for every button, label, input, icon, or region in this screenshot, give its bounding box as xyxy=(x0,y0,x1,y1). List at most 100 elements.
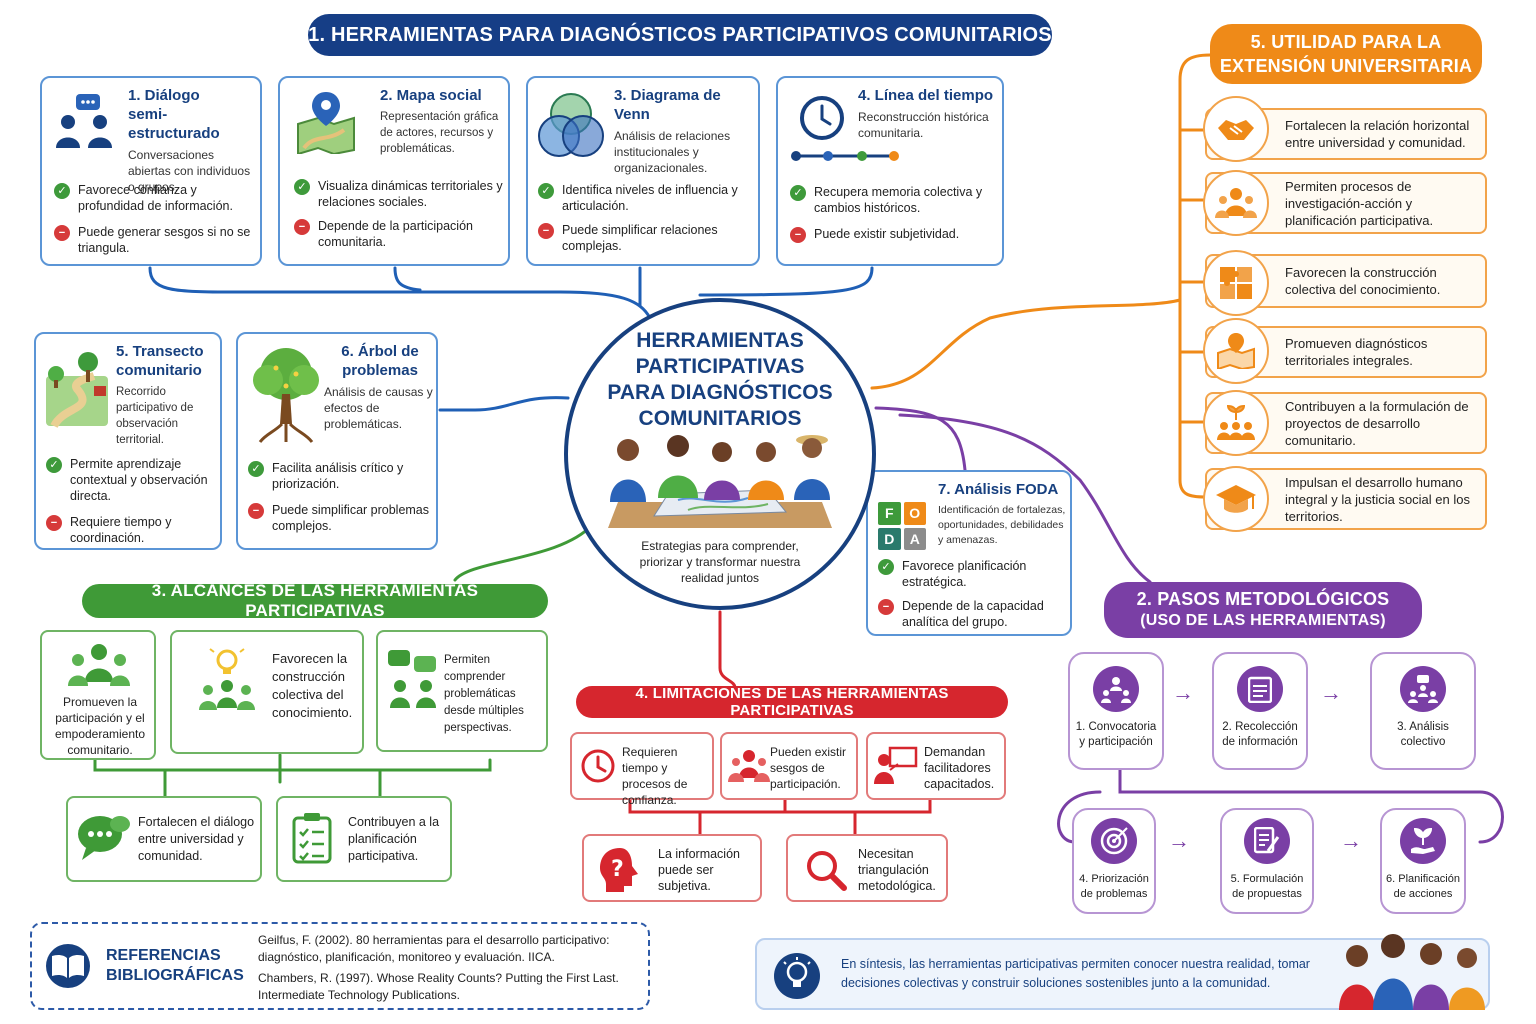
foda-letter: F xyxy=(878,502,901,525)
tool-con: Puede simplificar problemas complejos. xyxy=(272,503,430,533)
tool-card-venn: 3. Diagrama de Venn Análisis de relacion… xyxy=(526,76,760,266)
community-group-illustration xyxy=(608,435,832,528)
tool-desc: Conversaciones abiertas con individuos o… xyxy=(128,148,251,194)
synthesis-text: En síntesis, las herramientas participat… xyxy=(841,957,1310,990)
svg-text:?: ? xyxy=(611,857,624,882)
book-icon xyxy=(46,944,90,988)
tool-pro: Identifica niveles de influencia y artic… xyxy=(562,183,738,213)
thumbs-up-icon: ✓ xyxy=(248,461,264,477)
head-question-icon: ? xyxy=(600,848,638,892)
utility-banner: 5. UTILIDAD PARA LA EXTENSIÓN UNIVERSITA… xyxy=(1210,24,1482,84)
scope-item: Permiten comprender problemáticas desde … xyxy=(376,630,548,752)
scope-item: Promueven la participación y el empodera… xyxy=(40,630,156,760)
tool-desc: Análisis de relaciones institucionales y… xyxy=(614,129,731,175)
community-people-illustration xyxy=(1339,934,1485,1010)
scopes-title: 3. ALCANCES DE LAS HERRAMIENTAS PARTICIP… xyxy=(151,581,479,620)
header-title: 1. HERRAMIENTAS PARA DIAGNÓSTICOS PARTIC… xyxy=(308,23,1052,46)
limit-item: Requieren tiempo y procesos de confianza… xyxy=(570,732,714,807)
arrow-right-icon: → xyxy=(1168,828,1190,853)
utility-title-line: EXTENSIÓN UNIVERSITARIA xyxy=(1219,56,1473,76)
venn-diagram-icon xyxy=(538,93,604,157)
limit-item: Necesitan triangulación metodológica. xyxy=(786,834,948,902)
tool-pro: Favorece confianza y profundidad de info… xyxy=(78,183,233,213)
minus-icon: − xyxy=(248,503,264,519)
steps-title-line: 2. PASOS METODOLÓGICOS xyxy=(1136,589,1390,609)
arrow-right-icon: → xyxy=(1172,680,1194,705)
minus-icon: − xyxy=(54,225,70,241)
tree-icon xyxy=(253,348,319,443)
document-pen-icon xyxy=(1244,818,1290,864)
tool-card-linea-tiempo: 4. Línea del tiempo Reconstrucción histó… xyxy=(776,76,1004,266)
tool-con: Puede simplificar relaciones complejas. xyxy=(562,223,718,253)
graduation-cap-icon xyxy=(1203,466,1269,532)
lightbulb-people-icon xyxy=(199,646,255,710)
tool-con: Depende de la capacidad analítica del gr… xyxy=(902,599,1044,629)
tool-con: Puede existir subjetividad. xyxy=(814,227,960,241)
limits-title: 4. LIMITACIONES DE LAS HERRAMIENTAS PART… xyxy=(635,685,949,719)
minus-icon: − xyxy=(878,599,894,615)
scope-item: Contribuyen a la planificación participa… xyxy=(276,796,452,882)
minus-icon: − xyxy=(790,227,806,243)
tool-desc: Representación gráfica de actores, recur… xyxy=(380,111,499,155)
reference-item: Geilfus, F. (2002). 80 herramientas para… xyxy=(258,933,610,964)
tool-con: Puede generar sesgos si no se triangula. xyxy=(78,225,251,255)
tool-con: Depende de la participación comunitaria. xyxy=(318,219,473,249)
tool-pro: Favorece planificación estratégica. xyxy=(902,559,1027,589)
central-title: HERRAMIENTAS PARTICIPATIVAS PARA DIAGNÓS… xyxy=(607,329,833,430)
clipboard-checklist-icon xyxy=(292,813,332,864)
steps-banner: 2. PASOS METODOLÓGICOS (USO DE LAS HERRA… xyxy=(1104,582,1422,638)
speech-people-icon xyxy=(388,650,436,708)
minus-icon: − xyxy=(294,219,310,235)
tool-desc: Reconstrucción histórica comunitaria. xyxy=(858,110,989,140)
tool-pro: Facilita análisis crítico y priorización… xyxy=(272,461,404,491)
foda-letter: A xyxy=(903,527,926,550)
checklist-icon xyxy=(1237,666,1283,712)
thumbs-up-icon: ✓ xyxy=(538,183,554,199)
tool-title: 2. Mapa social xyxy=(380,87,482,104)
scope-item: Favorecen la construcción colectiva del … xyxy=(170,630,364,754)
tool-desc: Identificación de fortalezas, oportunida… xyxy=(938,504,1066,546)
discussion-group-icon xyxy=(1400,666,1446,712)
clock-timeline-icon xyxy=(791,96,899,161)
central-subtitle: Estrategias para comprender, priorizar y… xyxy=(639,539,801,585)
group-icon xyxy=(1203,170,1269,236)
dialogue-people-icon xyxy=(56,94,112,148)
tool-con: Requiere tiempo y coordinación. xyxy=(70,515,172,545)
limit-item: ? La información puede ser subjetiva. xyxy=(582,834,762,902)
tool-pro: Visualiza dinámicas territoriales y rela… xyxy=(318,179,503,209)
arrow-right-icon: → xyxy=(1340,828,1362,853)
thumbs-up-icon: ✓ xyxy=(878,559,894,575)
puzzle-icon xyxy=(1203,250,1269,316)
reference-item: Chambers, R. (1997). Whose Reality Count… xyxy=(258,971,619,1002)
arrow-right-icon: → xyxy=(1320,680,1342,705)
territory-pin-icon xyxy=(1203,318,1269,384)
tool-card-mapa-social: 2. Mapa social Representación gráfica de… xyxy=(278,76,510,266)
foda-letter: D xyxy=(878,527,901,550)
community-icon xyxy=(68,644,130,686)
scope-item: Fortalecen el diálogo entre universidad … xyxy=(66,796,262,882)
limit-item: Demandan facilitadores capacitados. xyxy=(866,732,1006,800)
step-4: 4. Priorización de problemas xyxy=(1072,808,1156,914)
header-banner: 1. HERRAMIENTAS PARA DIAGNÓSTICOS PARTIC… xyxy=(308,14,1052,56)
step-1: 1. Convocatoria y participación xyxy=(1068,652,1164,770)
tool-pro: Permite aprendizaje contextual y observa… xyxy=(70,457,208,503)
steps-title-line: (USO DE LAS HERRAMIENTAS) xyxy=(1140,612,1386,629)
limit-item: Pueden existir sesgos de participación. xyxy=(720,732,858,800)
map-pin-icon xyxy=(297,92,355,154)
path-landscape-icon xyxy=(46,352,108,428)
foda-grid-icon: F O D A xyxy=(878,502,926,550)
thumbs-up-icon: ✓ xyxy=(294,179,310,195)
handshake-icon xyxy=(1203,96,1269,162)
people-bias-icon xyxy=(728,750,770,782)
sprout-hand-icon xyxy=(1400,818,1446,864)
foda-letter: O xyxy=(903,502,926,525)
tool-card-foda: F O D A 7. Análisis FODA Identificación … xyxy=(866,470,1072,636)
tool-title: 7. Análisis FODA xyxy=(938,481,1059,498)
tool-desc: Recorrido participativo de observación t… xyxy=(116,386,194,446)
